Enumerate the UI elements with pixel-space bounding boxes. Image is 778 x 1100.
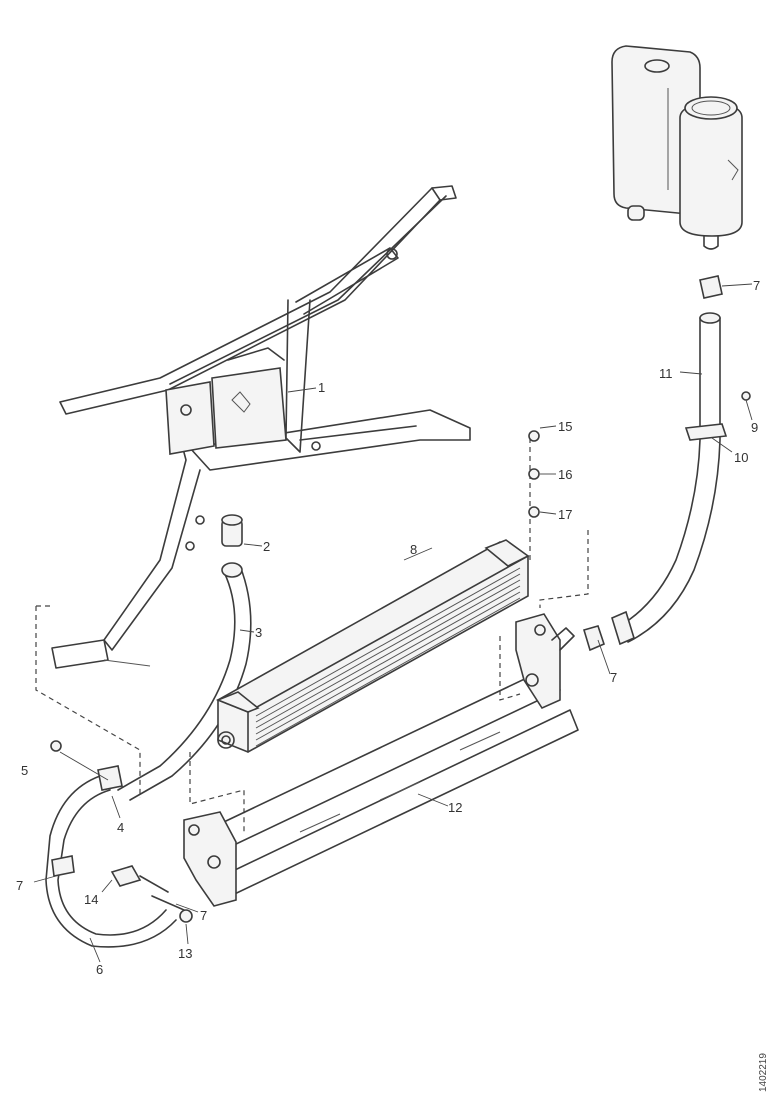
frame-assembly <box>51 185 471 669</box>
bolt-5 <box>50 740 62 752</box>
callout-12: 12 <box>448 800 462 815</box>
callout-1: 1 <box>318 380 325 395</box>
pipe-fitting-14 <box>110 865 193 923</box>
coolant-hose-11 <box>583 275 728 652</box>
callout-7-left: 7 <box>16 878 23 893</box>
drawing-reference: 1402219 <box>758 1053 769 1092</box>
callout-6: 6 <box>96 962 103 977</box>
callout-15: 15 <box>558 419 572 434</box>
expansion-tank <box>611 45 743 250</box>
callout-7-top: 7 <box>753 278 760 293</box>
callout-14: 14 <box>84 892 98 907</box>
callout-16: 16 <box>558 467 572 482</box>
callout-13: 13 <box>178 946 192 961</box>
callout-17: 17 <box>558 507 572 522</box>
callout-5: 5 <box>21 763 28 778</box>
callout-4: 4 <box>117 820 124 835</box>
fastener-stack <box>528 430 540 518</box>
callout-8: 8 <box>410 542 417 557</box>
callout-2: 2 <box>263 539 270 554</box>
mounting-bracket <box>183 613 579 907</box>
callout-3: 3 <box>255 625 262 640</box>
callout-9: 9 <box>751 420 758 435</box>
callout-11: 11 <box>659 366 673 381</box>
callout-7-center: 7 <box>200 908 207 923</box>
oil-cooler <box>215 539 530 753</box>
callout-7-right: 7 <box>610 670 617 685</box>
leader-lines <box>33 283 753 963</box>
coolant-hose-6 <box>45 765 177 948</box>
bolt-9 <box>741 391 751 401</box>
coolant-hose-3 <box>117 514 252 801</box>
callout-labels: 1 2 3 4 5 6 7 7 7 7 8 9 10 11 12 13 14 1… <box>16 278 760 977</box>
callout-10: 10 <box>734 450 748 465</box>
